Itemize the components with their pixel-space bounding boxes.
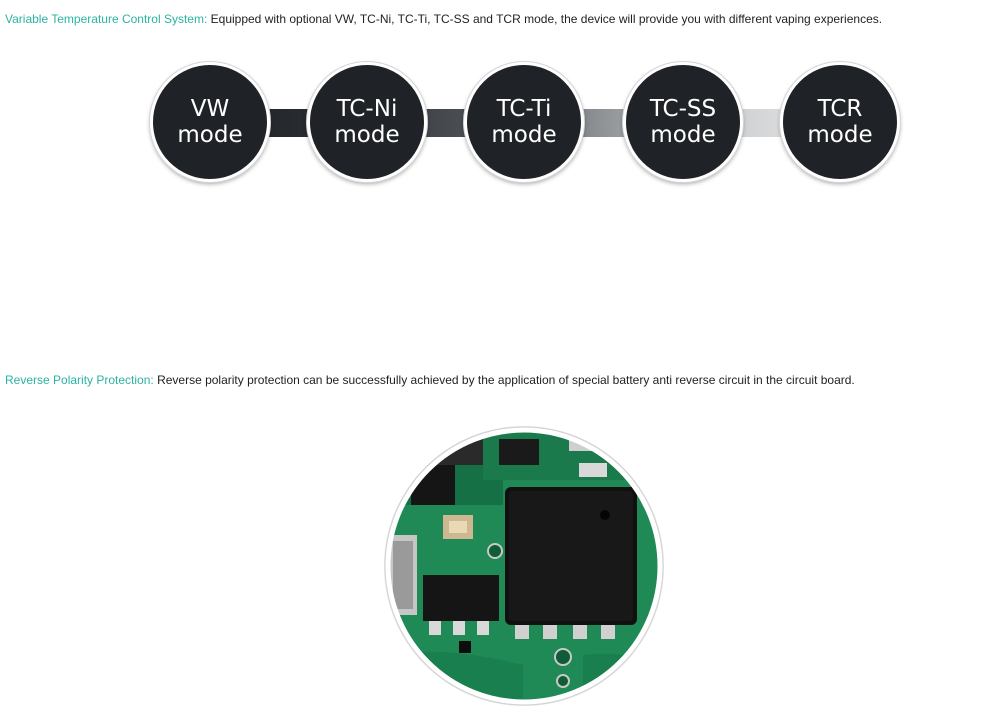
reverse-polarity-text: Reverse polarity protection can be succe… [153, 373, 855, 387]
mode-word: mode [334, 122, 400, 148]
mode-name: VW [190, 96, 230, 122]
mode-word: mode [650, 122, 716, 148]
mode-circle-tc-ss: TC-SS mode [623, 62, 743, 182]
mode-word: mode [491, 122, 557, 148]
mode-name: TC-Ni [336, 96, 398, 122]
mode-word: mode [807, 122, 873, 148]
circuit-board-image [384, 426, 664, 706]
mode-circle-vw: VW mode [150, 62, 270, 182]
temperature-control-description: Variable Temperature Control System: Equ… [5, 12, 882, 26]
reverse-polarity-heading: Reverse Polarity Protection: [5, 373, 154, 387]
mode-name: TCR [817, 96, 863, 122]
mode-name: TC-SS [649, 96, 717, 122]
mode-name: TC-Ti [496, 96, 552, 122]
reverse-polarity-description: Reverse Polarity Protection: Reverse pol… [5, 373, 855, 387]
mode-circle-tcr: TCR mode [780, 62, 900, 182]
mode-circle-tc-ni: TC-Ni mode [307, 62, 427, 182]
temperature-control-heading: Variable Temperature Control System: [5, 12, 208, 26]
mode-diagram: VW mode TC-Ni mode TC-Ti mode TC-SS mode… [150, 62, 900, 186]
mode-word: mode [177, 122, 243, 148]
mode-circle-tc-ti: TC-Ti mode [464, 62, 584, 182]
temperature-control-text: Equipped with optional VW, TC-Ni, TC-Ti,… [207, 12, 883, 26]
